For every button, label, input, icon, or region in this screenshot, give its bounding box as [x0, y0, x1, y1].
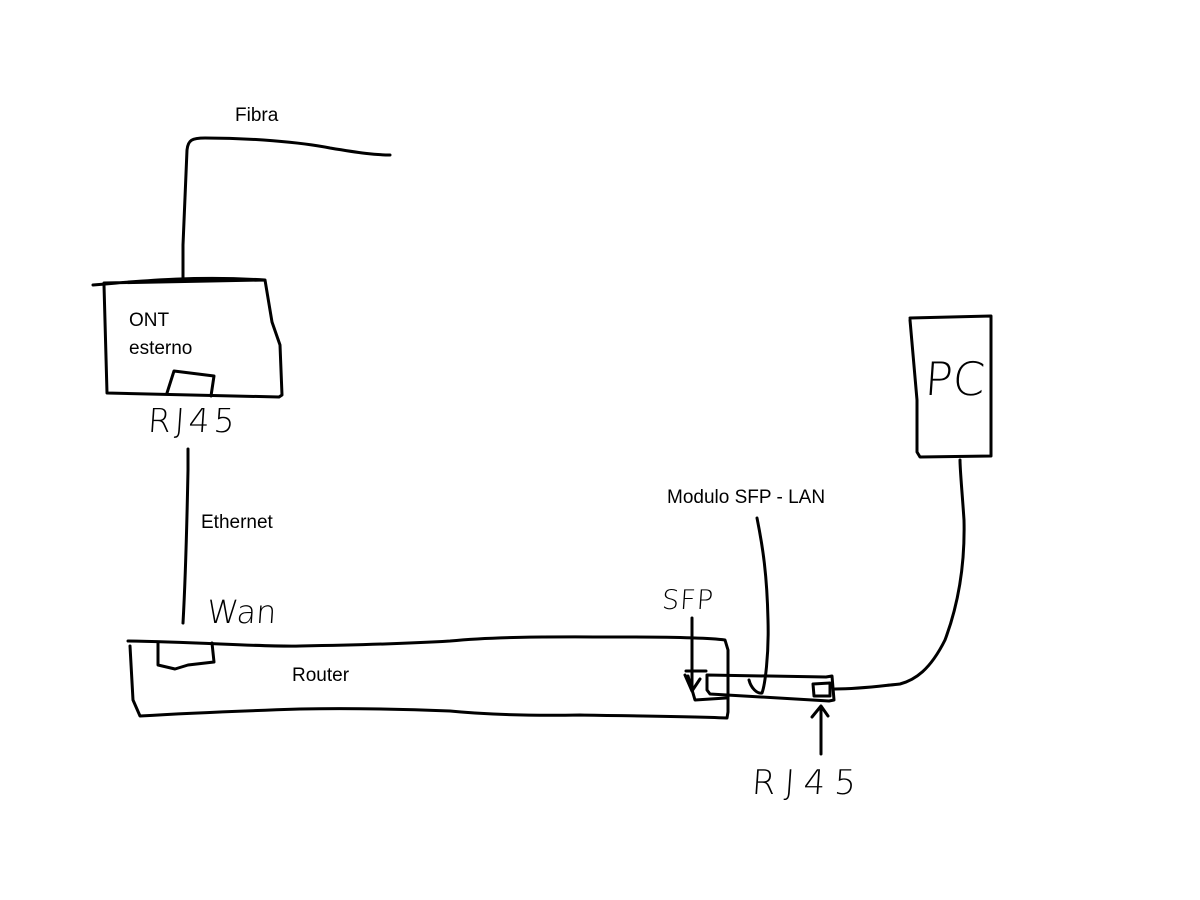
router-box: [126, 635, 730, 720]
ont-label-line1: ONT: [129, 310, 170, 331]
ont-rj45-label: RJ45: [146, 401, 241, 440]
sfp-module-label: Modulo SFP - LAN: [667, 487, 826, 508]
ont-rj45-port: [165, 369, 216, 398]
sfp-pointer-arrow: [683, 616, 702, 693]
fiber-cable: [181, 136, 392, 280]
router-label: Router: [292, 665, 350, 686]
ethernet-cable: [181, 447, 190, 625]
module-rj45-port: [811, 681, 832, 698]
sfp-port-label: SFP: [660, 585, 716, 616]
ont-label-line2: esterno: [129, 338, 193, 359]
module-pointer-line: [747, 516, 770, 695]
module-rj45-label: RJ45: [750, 763, 867, 803]
lan-cable: [833, 458, 966, 691]
sfp-module: [705, 673, 836, 703]
wan-label: Wan: [205, 593, 278, 631]
fibra-label: Fibra: [235, 105, 279, 126]
pc-box: [908, 314, 993, 459]
rj45-pointer-arrow: [810, 704, 830, 756]
router-sfp-slot: [684, 669, 728, 702]
ont-box: [91, 276, 284, 399]
ethernet-label: Ethernet: [201, 512, 273, 533]
pc-label: PC: [923, 352, 987, 406]
router-wan-port: [156, 641, 216, 671]
